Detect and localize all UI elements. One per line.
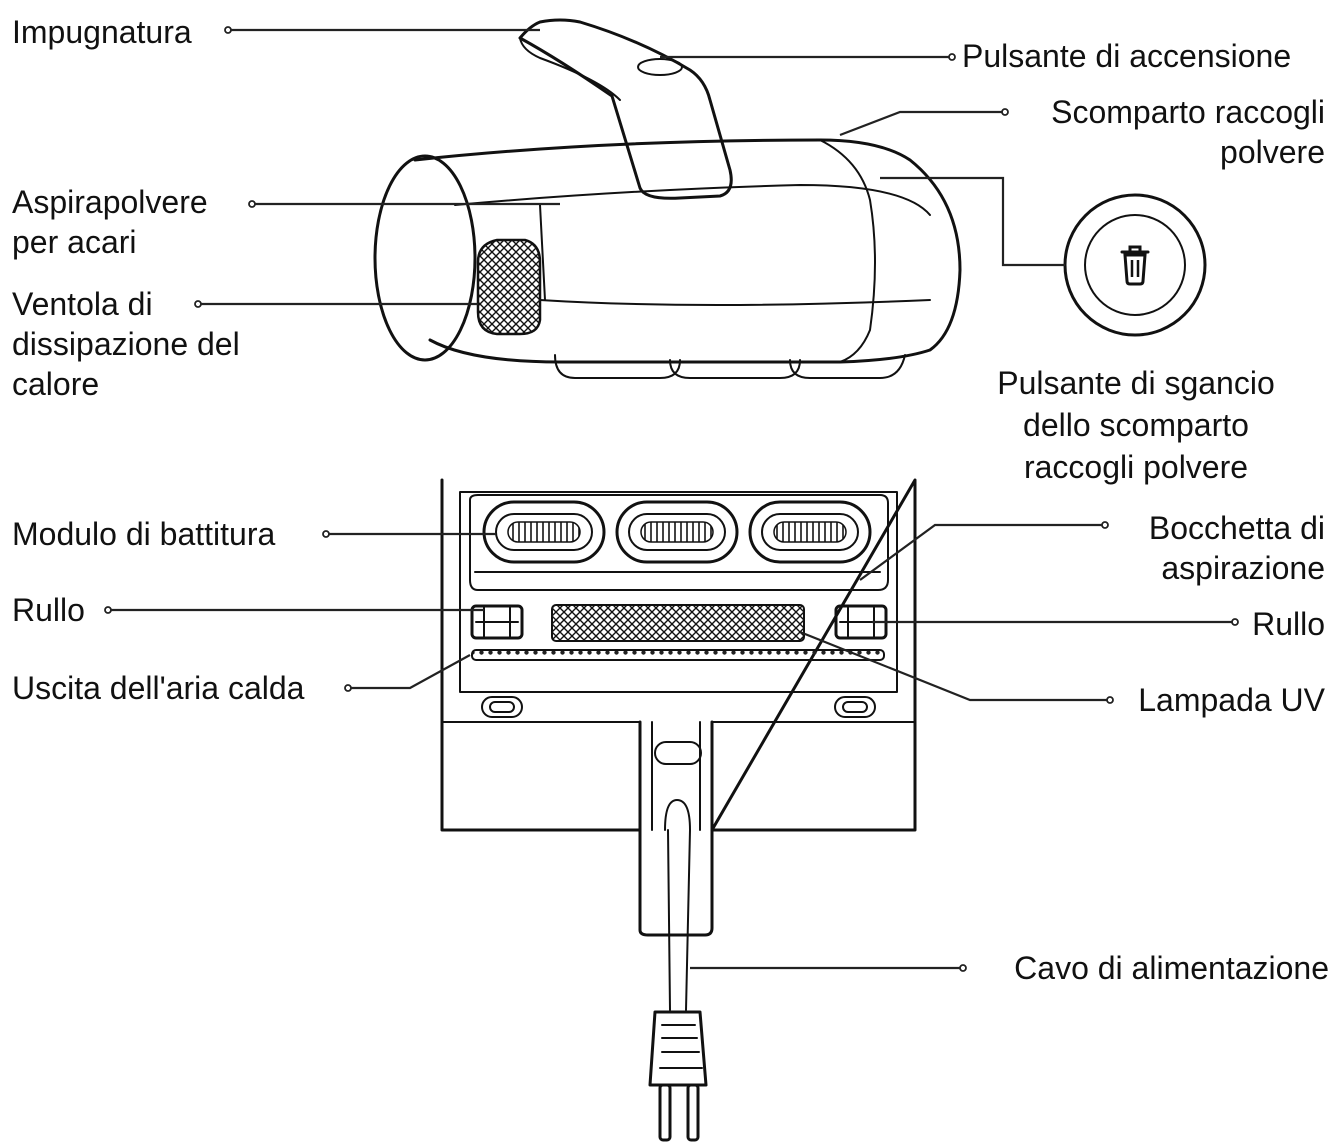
label-ventola: Ventola di dissipazione del calore (12, 284, 240, 404)
label-pulsante-accensione: Pulsante di accensione (962, 36, 1291, 76)
label-aspirapolvere-line1: Aspirapolvere (12, 184, 208, 220)
label-pulsante-sgancio-line3: raccogli polvere (1023, 449, 1249, 485)
label-bocchetta-line2: aspirazione (1161, 550, 1325, 586)
label-lampada-uv-text: Lampada UV (1138, 682, 1325, 718)
label-lampada-uv: Lampada UV (1138, 680, 1325, 720)
label-bocchetta: Bocchetta di aspirazione (1149, 508, 1325, 588)
label-scomparto-line1: Scomparto raccogli (1051, 94, 1325, 130)
leader-lines (104, 26, 1239, 972)
beater-modules (482, 500, 872, 564)
label-ventola-line3: calore (12, 366, 100, 402)
label-pulsante-sgancio-line1: Pulsante di sgancio (997, 365, 1275, 401)
label-uscita-aria-text: Uscita dell'aria calda (12, 670, 305, 706)
label-pulsante-sgancio-line2: dello scomparto (1023, 407, 1249, 443)
label-ventola-line2: dissipazione del (12, 326, 240, 362)
label-modulo-battitura-text: Modulo di battitura (12, 516, 276, 552)
label-uscita-aria: Uscita dell'aria calda (12, 668, 304, 708)
label-rullo-right-text: Rullo (1252, 606, 1325, 642)
label-pulsante-accensione-text: Pulsante di accensione (962, 38, 1292, 74)
label-scomparto: Scomparto raccogli polvere (1051, 92, 1325, 172)
label-pulsante-sgancio: Pulsante di sgancio dello scomparto racc… (960, 362, 1312, 488)
air-outlet-slots (471, 649, 885, 661)
label-aspirapolvere-line2: per acari (12, 224, 137, 260)
label-cavo-text: Cavo di alimentazione (1014, 950, 1329, 986)
label-rullo-right: Rullo (1252, 604, 1325, 644)
uv-lamp-mesh (551, 604, 805, 642)
label-impugnatura-text: Impugnatura (12, 14, 192, 50)
vacuum-body-drawing (373, 18, 962, 379)
label-ventola-line1: Ventola di (12, 286, 153, 322)
label-modulo-battitura: Modulo di battitura (12, 514, 275, 554)
label-rullo-left-text: Rullo (12, 592, 85, 628)
trash-icon (1118, 243, 1152, 287)
label-rullo-left: Rullo (12, 590, 85, 630)
label-bocchetta-line1: Bocchetta di (1148, 510, 1325, 546)
label-scomparto-line2: polvere (1220, 134, 1325, 170)
label-aspirapolvere: Aspirapolvere per acari (12, 182, 208, 262)
label-cavo: Cavo di alimentazione (1014, 948, 1329, 988)
label-impugnatura: Impugnatura (12, 12, 192, 52)
vacuum-underside-drawing (440, 478, 917, 1142)
